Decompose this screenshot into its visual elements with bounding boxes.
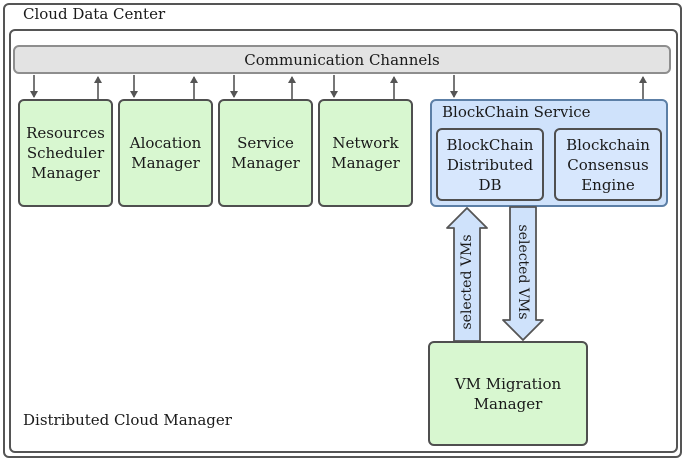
alocation-manager-box[interactable]: Alocation Manager [118, 99, 213, 207]
vm-migration-manager-box[interactable]: VM Migration Manager [428, 341, 588, 446]
blockchain-consensus-engine-box[interactable]: Blockchain Consensus Engine [554, 128, 662, 201]
communication-channels-bar[interactable]: Communication Channels [13, 45, 671, 74]
service-manager-box[interactable]: Service Manager [218, 99, 313, 207]
selected-vms-up-label: selected VMs [459, 234, 475, 329]
cloud-data-center-label: Cloud Data Center [23, 5, 166, 23]
blockchain-service-title: BlockChain Service [442, 103, 591, 121]
blockchain-distributed-db-box[interactable]: BlockChain Distributed DB [436, 128, 544, 201]
network-manager-box[interactable]: Network Manager [318, 99, 413, 207]
distributed-cloud-manager-label: Distributed Cloud Manager [23, 411, 232, 429]
selected-vms-up-arrow [446, 207, 488, 342]
communication-channels-label: Communication Channels [244, 50, 440, 69]
selected-vms-down-label: selected VMs [515, 224, 531, 319]
selected-vms-down-arrow [502, 206, 544, 341]
resources-scheduler-manager-box[interactable]: Resources Scheduler Manager [18, 99, 113, 207]
